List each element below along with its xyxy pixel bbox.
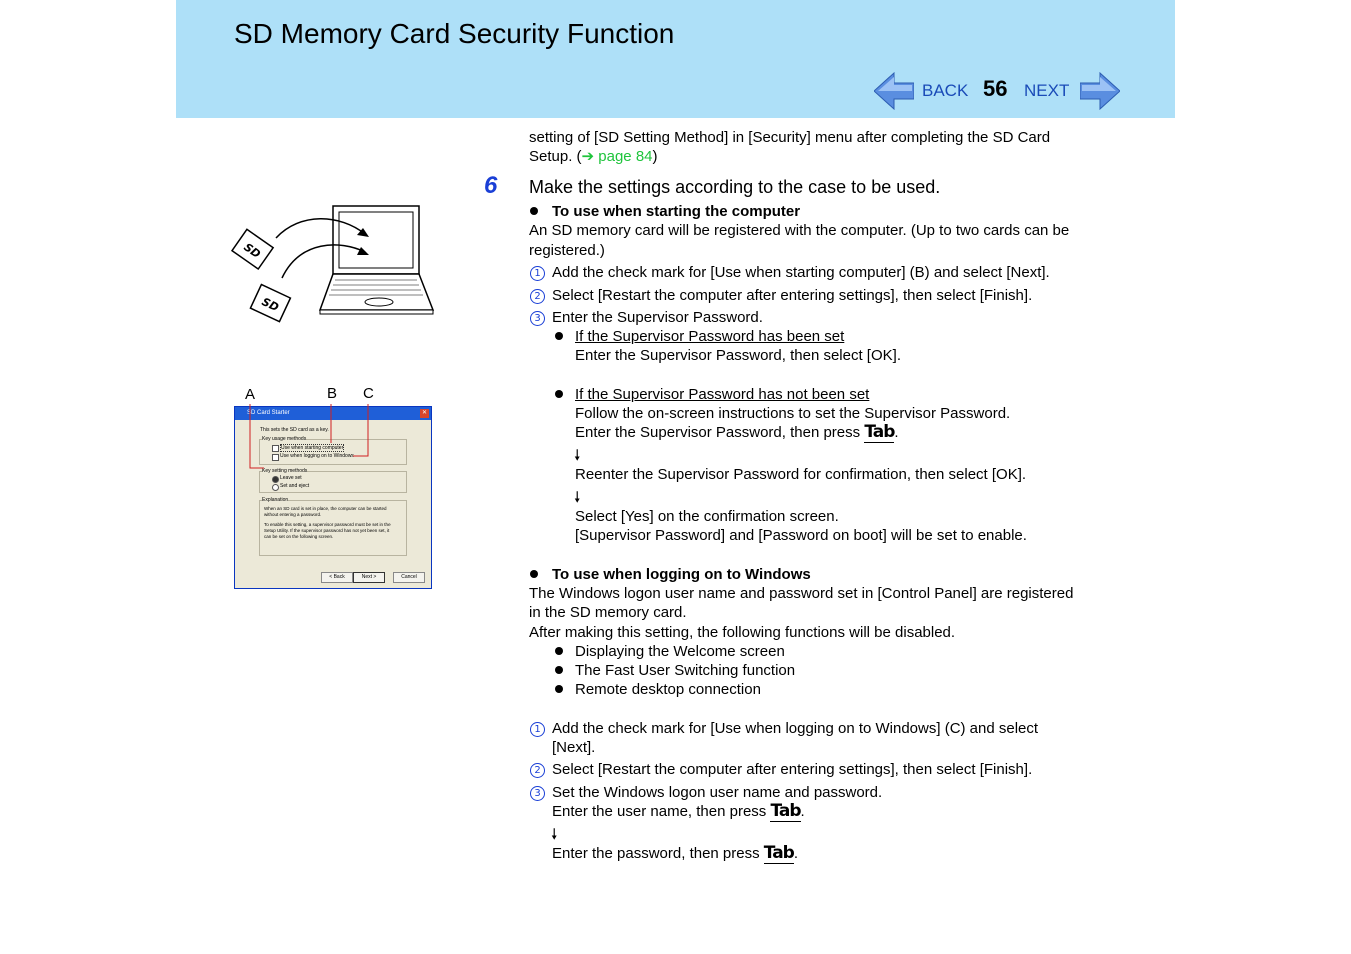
dialog-titlebar: SD Card Starter ✕	[235, 407, 431, 420]
case2-line-1: Follow the on-screen instructions to set…	[575, 405, 1011, 422]
explanation-line: without entering a password.	[264, 512, 322, 517]
bullet-icon	[555, 332, 563, 340]
disabled-item: Displaying the Welcome screen	[575, 643, 785, 660]
intro-line-1: setting of [SD Setting Method] in [Secur…	[529, 129, 1051, 146]
tab-key-icon: Tab	[763, 843, 795, 864]
windows-step-3-line-2: Enter the password, then press Tab.	[552, 843, 799, 864]
explanation-line: Setup Utility. If the supervisor passwor…	[264, 528, 390, 533]
windows-desc-3: After making this setting, the following…	[529, 624, 956, 641]
back-link[interactable]: BACK	[922, 81, 969, 100]
computer-step-3: Enter the Supervisor Password.	[552, 309, 763, 326]
group-key-usage	[259, 439, 407, 465]
checkbox-windows[interactable]	[272, 454, 279, 461]
radio-set-eject[interactable]	[272, 484, 279, 491]
callout-label-a: A	[245, 386, 256, 403]
down-arrow-icon: 🠗	[574, 446, 581, 464]
dialog-intro: This sets the SD card as a key.	[260, 427, 329, 433]
computer-desc-1: An SD memory card will be registered wit…	[529, 222, 1070, 239]
next-arrow-icon[interactable]	[1080, 72, 1120, 110]
explanation-line: To enable this setting, a supervisor pas…	[264, 522, 391, 527]
windows-desc-2: in the SD memory card.	[529, 604, 687, 621]
dialog-close-icon[interactable]: ✕	[420, 409, 429, 418]
dialog-title: SD Card Starter	[247, 410, 290, 416]
bullet-icon	[555, 390, 563, 398]
case2-line-5: [Supervisor Password] and [Password on b…	[575, 527, 1027, 544]
group-key-setting-label: Key setting methods	[262, 468, 308, 474]
down-arrow-icon: 🠗	[574, 488, 581, 506]
case2-line-2: Enter the Supervisor Password, then pres…	[575, 422, 899, 443]
intro-line-2: Setup. (➔ page 84)	[529, 148, 658, 165]
bullet-icon	[555, 685, 563, 693]
circled-number-icon: 3	[530, 786, 545, 801]
windows-section-title: To use when logging on to Windows	[552, 566, 811, 583]
dialog-back-button[interactable]: < Back	[321, 572, 353, 583]
down-arrow-icon: 🠗	[551, 825, 558, 843]
windows-step-2: Select [Restart the computer after enter…	[552, 761, 1033, 778]
circled-number-icon: 2	[530, 763, 545, 778]
case1-title: If the Supervisor Password has been set	[575, 328, 845, 345]
windows-step-1a: Add the check mark for [Use when logging…	[552, 720, 1039, 737]
disabled-item: The Fast User Switching function	[575, 662, 796, 679]
dialog-cancel-button[interactable]: Cancel	[393, 572, 425, 583]
computer-desc-2: registered.)	[529, 242, 605, 259]
checkbox-starting-label[interactable]: Use when starting computer	[280, 444, 345, 452]
radio-leave-set[interactable]	[272, 476, 279, 483]
explanation-line: can be set on the following screen.	[264, 534, 334, 539]
case1-text: Enter the Supervisor Password, then sele…	[575, 347, 901, 364]
case2-line-3: Reenter the Supervisor Password for conf…	[575, 466, 1027, 483]
circled-number-icon: 3	[530, 311, 545, 326]
case2-line-4: Select [Yes] on the confirmation screen.	[575, 508, 839, 525]
circled-number-icon: 2	[530, 289, 545, 304]
page-84-link[interactable]: ➔ page 84	[581, 148, 653, 165]
case2-title: If the Supervisor Password has not been …	[575, 386, 870, 403]
group-key-setting	[259, 471, 407, 493]
step-heading: Make the settings according to the case …	[529, 177, 941, 197]
computer-section-title: To use when starting the computer	[552, 203, 801, 220]
circled-number-icon: 1	[530, 266, 545, 281]
bullet-icon	[530, 207, 538, 215]
page-header: SD Memory Card Security Function BACK 56…	[176, 0, 1175, 118]
group-explanation	[259, 500, 407, 556]
checkbox-windows-label[interactable]: Use when logging on to Windows	[280, 453, 354, 459]
explanation-line: When an SD card is set in place, the com…	[264, 506, 387, 511]
step-number: 6	[484, 172, 498, 199]
group-key-usage-label: Key usage methods	[262, 436, 307, 442]
computer-step-1: Add the check mark for [Use when startin…	[552, 264, 1050, 281]
tab-key-icon: Tab	[864, 422, 895, 443]
sd-card-laptop-illustration: SD SD	[230, 205, 435, 323]
computer-step-2: Select [Restart the computer after enter…	[552, 287, 1033, 304]
sd-card-starter-dialog: SD Card Starter ✕ This sets the SD card …	[234, 406, 432, 589]
page-number: 56	[983, 76, 1008, 101]
arrow-icon: ➔	[581, 148, 595, 165]
radio-leave-set-label[interactable]: Leave set	[280, 475, 302, 481]
radio-set-eject-label[interactable]: Set and eject	[280, 483, 310, 489]
callout-label-b: B	[327, 385, 338, 402]
windows-step-3-line-1: Enter the user name, then press Tab.	[552, 801, 805, 822]
tab-key-icon: Tab	[770, 801, 802, 822]
group-explanation-label: Explanation	[262, 497, 289, 503]
checkbox-starting[interactable]	[272, 445, 279, 452]
bullet-icon	[530, 570, 538, 578]
callout-label-c: C	[363, 385, 374, 402]
windows-step-1b: [Next].	[552, 739, 596, 756]
callout-lines	[249, 404, 369, 469]
page-title: SD Memory Card Security Function	[234, 18, 675, 49]
next-link[interactable]: NEXT	[1024, 81, 1070, 100]
back-arrow-icon[interactable]	[874, 72, 914, 110]
disabled-item: Remote desktop connection	[575, 681, 761, 698]
bullet-icon	[555, 647, 563, 655]
windows-desc-1: The Windows logon user name and password…	[529, 585, 1074, 602]
dialog-next-button[interactable]: Next >	[353, 572, 385, 583]
windows-step-3: Set the Windows logon user name and pass…	[552, 784, 883, 801]
bullet-icon	[555, 666, 563, 674]
circled-number-icon: 1	[530, 722, 545, 737]
